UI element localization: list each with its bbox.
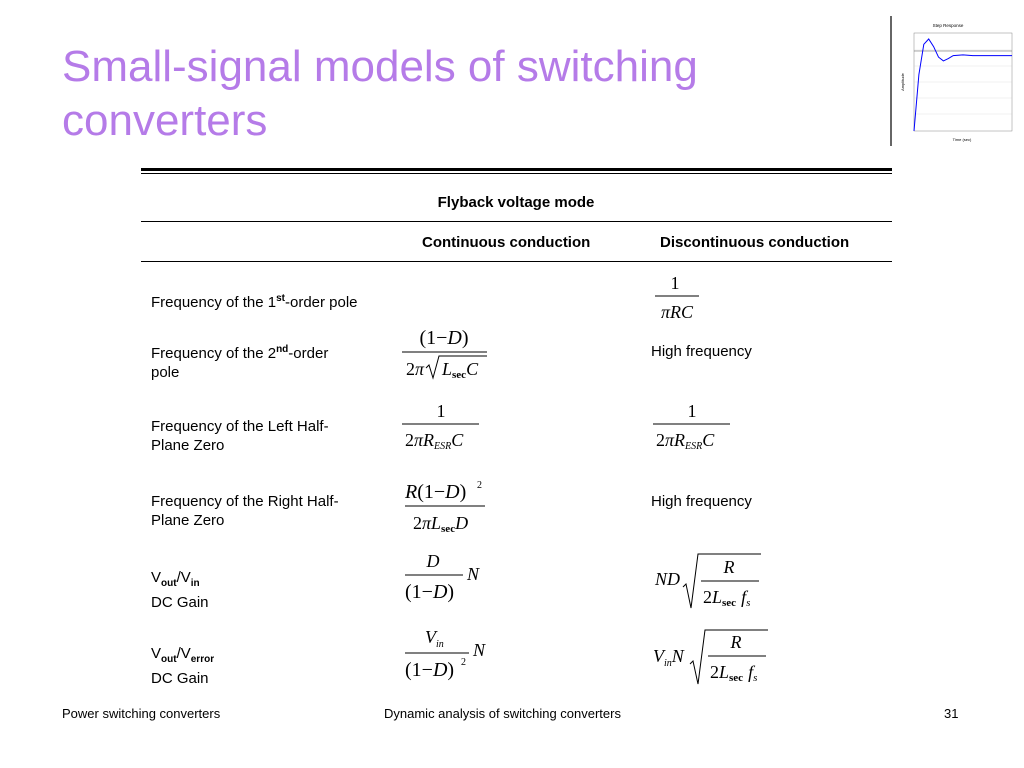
row-label-vout-vin-gain: Vout/Vin DC Gain (151, 569, 209, 611)
svg-text:2πLsecD: 2πLsecD (413, 513, 468, 535)
formula-rhp-zero-ccm: R(1−D) 2 2πLsecD (404, 480, 485, 535)
step-response-curve (913, 38, 1012, 132)
formula-vout-vin-ccm: D (1−D) N (405, 551, 480, 603)
row-label-first-order-pole: Frequency of the 1st-order pole (151, 293, 358, 311)
step-response-thumbnail: Step Response Amplitude Time (sec) (890, 16, 1013, 146)
svg-text:N: N (472, 640, 486, 660)
thumbnail-title: Step Response (933, 23, 964, 28)
row-label-rhp-zero: Frequency of the Right Half- Plane Zero (151, 493, 339, 529)
svg-text:1: 1 (437, 401, 446, 421)
footer-center: Dynamic analysis of switching converters (384, 706, 621, 721)
svg-text:N: N (466, 564, 480, 584)
svg-text:(1−D): (1−D) (419, 327, 468, 349)
slide-title: Small-signal models of switching convert… (62, 40, 822, 148)
formula-first-order-pole-dcm: 1 πRC (655, 273, 699, 322)
footer-left: Power switching converters (62, 706, 221, 721)
svg-text:LsecC: LsecC (441, 359, 479, 381)
page-number: 31 (944, 706, 959, 721)
svg-text:R(1−D): R(1−D) (404, 481, 466, 503)
svg-text:2π: 2π (406, 359, 425, 379)
thumbnail-xlabel: Time (sec) (953, 137, 972, 142)
row-label-second-order-pole: Frequency of the 2nd-order pole (151, 344, 329, 381)
table-caption-rule (141, 221, 892, 222)
column-header-continuous: Continuous conduction (422, 234, 591, 251)
svg-text:2: 2 (477, 480, 482, 491)
title-line-2: converters (62, 96, 268, 145)
row-label-vout-verror-gain: Vout/Verror DC Gain (151, 645, 215, 687)
svg-text:2πRESRC: 2πRESRC (656, 430, 715, 452)
svg-text:Vin: Vin (425, 627, 444, 650)
formula-lhp-zero-dcm: 1 2πRESRC (653, 401, 730, 452)
svg-text:D: D (426, 551, 440, 571)
title-line-1: Small-signal models of switching (62, 42, 698, 91)
svg-text:2πRESRC: 2πRESRC (405, 430, 464, 452)
thumbnail-ylabel: Amplitude (900, 72, 905, 91)
svg-text:πRC: πRC (661, 302, 694, 322)
thumbnail-grid (914, 49, 1012, 115)
formula-lhp-zero-ccm: 1 2πRESRC (402, 401, 479, 452)
svg-text:1: 1 (671, 273, 680, 293)
flyback-table: Flyback voltage mode Continuous conducti… (141, 168, 892, 693)
svg-text:R: R (723, 557, 735, 577)
rhp-zero-dcm-text: High frequency (651, 493, 752, 510)
svg-text:ND: ND (654, 569, 680, 589)
formula-second-order-pole-ccm: (1−D) 2π LsecC (402, 327, 487, 381)
table-caption: Flyback voltage mode (437, 194, 595, 211)
row-label-lhp-zero: Frequency of the Left Half- Plane Zero (151, 418, 329, 454)
table-header-rule (141, 261, 892, 262)
svg-text:(1−D): (1−D) (405, 659, 454, 681)
svg-text:2: 2 (461, 657, 466, 668)
table-top-rule (141, 168, 892, 171)
table-top-rule-thin (141, 173, 892, 174)
second-order-pole-dcm-text: High frequency (651, 343, 752, 360)
svg-text:(1−D): (1−D) (405, 581, 454, 603)
svg-text:R: R (730, 632, 742, 652)
column-header-discontinuous: Discontinuous conduction (660, 234, 850, 251)
formula-vout-verror-ccm: Vin (1−D) 2 N (405, 627, 486, 681)
svg-text:VinN: VinN (653, 646, 685, 669)
svg-text:1: 1 (688, 401, 697, 421)
